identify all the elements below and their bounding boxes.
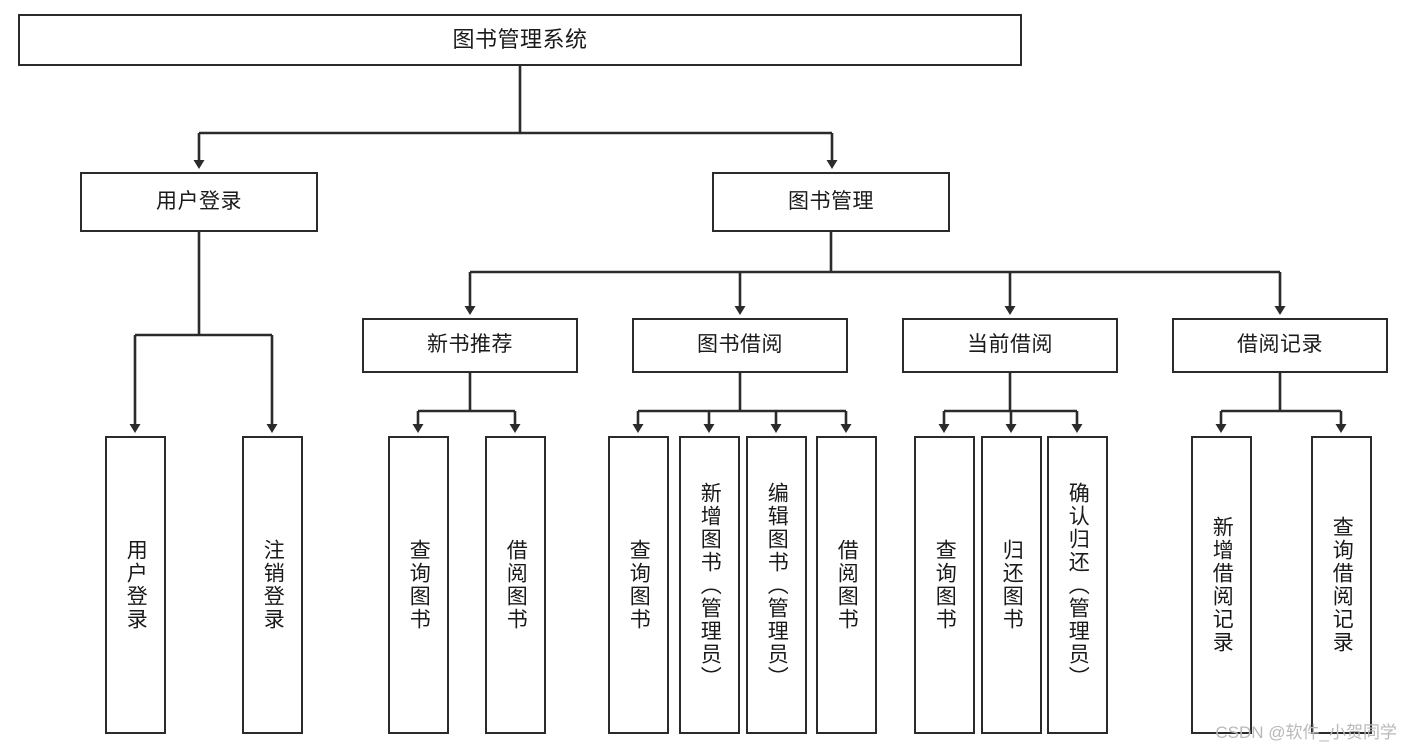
node-new-book-recommend[interactable]: 新书推荐 — [362, 318, 578, 373]
leaf-query-borrow-record[interactable]: 查询借阅记录 — [1311, 436, 1372, 734]
node-label: 图书管理系统 — [452, 27, 588, 53]
node-label: 查询借阅记录 — [1330, 516, 1354, 654]
node-borrow-record[interactable]: 借阅记录 — [1172, 318, 1388, 373]
node-label: 借阅记录 — [1237, 333, 1323, 357]
node-label: 用户登录 — [156, 189, 242, 213]
leaf-query-book-current[interactable]: 查询图书 — [914, 436, 975, 734]
node-label: 借阅图书 — [504, 539, 528, 631]
leaf-query-book-borrow[interactable]: 查询图书 — [608, 436, 669, 734]
node-root-system[interactable]: 图书管理系统 — [18, 14, 1022, 66]
node-label: 图书借阅 — [697, 333, 783, 357]
node-label: 确认归还（管理员） — [1066, 481, 1090, 689]
node-label: 图书管理 — [788, 189, 874, 213]
node-book-borrow[interactable]: 图书借阅 — [632, 318, 848, 373]
node-label: 注销登录 — [261, 539, 285, 631]
leaf-borrow-book-recommend[interactable]: 借阅图书 — [485, 436, 546, 734]
leaf-add-borrow-record[interactable]: 新增借阅记录 — [1191, 436, 1252, 734]
node-label: 用户登录 — [124, 539, 148, 631]
node-label: 当前借阅 — [967, 333, 1053, 357]
node-label: 编辑图书（管理员） — [765, 481, 789, 689]
leaf-confirm-return-admin[interactable]: 确认归还（管理员） — [1047, 436, 1108, 734]
node-label: 归还图书 — [1000, 539, 1024, 631]
leaf-user-login[interactable]: 用户登录 — [105, 436, 166, 734]
leaf-query-book-recommend[interactable]: 查询图书 — [388, 436, 449, 734]
node-user-login[interactable]: 用户登录 — [80, 172, 318, 232]
node-label: 借阅图书 — [835, 539, 859, 631]
watermark-text: CSDN @软件_小贺同学 — [1215, 723, 1397, 742]
leaf-return-book[interactable]: 归还图书 — [981, 436, 1042, 734]
node-label: 查询图书 — [407, 539, 431, 631]
node-current-borrow[interactable]: 当前借阅 — [902, 318, 1118, 373]
node-label: 新书推荐 — [427, 333, 513, 357]
leaf-borrow-book[interactable]: 借阅图书 — [816, 436, 877, 734]
leaf-edit-book-admin[interactable]: 编辑图书（管理员） — [746, 436, 807, 734]
node-label: 查询图书 — [627, 539, 651, 631]
leaf-logout[interactable]: 注销登录 — [242, 436, 303, 734]
node-label: 新增借阅记录 — [1210, 516, 1234, 654]
leaf-add-book-admin[interactable]: 新增图书（管理员） — [679, 436, 740, 734]
node-book-management[interactable]: 图书管理 — [712, 172, 950, 232]
node-label: 查询图书 — [933, 539, 957, 631]
node-label: 新增图书（管理员） — [698, 481, 722, 689]
